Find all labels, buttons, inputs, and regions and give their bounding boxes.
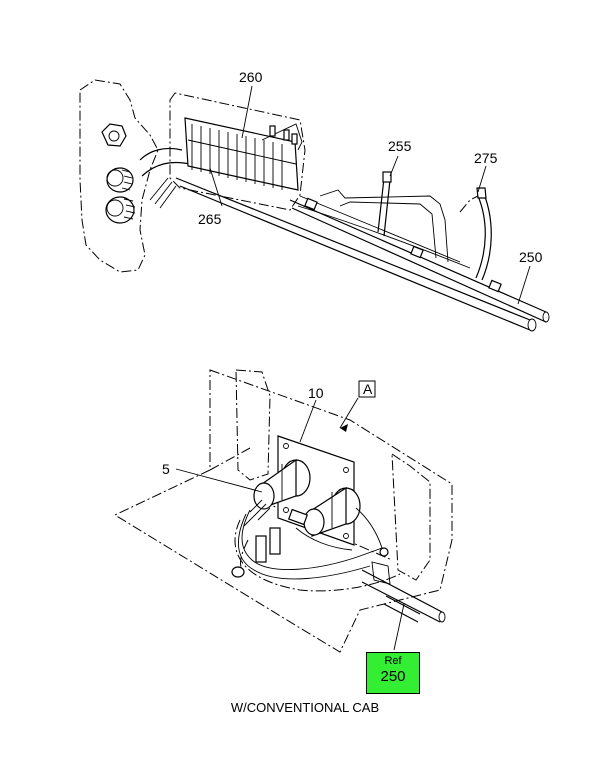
ref-number: 250 — [380, 668, 406, 685]
callout-255: 255 — [388, 138, 412, 154]
view-a-label: A — [363, 381, 373, 397]
top-assembly — [79, 79, 550, 332]
knob-bottom-icon — [105, 196, 136, 224]
ref-250-link[interactable]: Ref 250 — [366, 652, 420, 694]
fuse-block — [184, 117, 303, 191]
callout-265: 265 — [198, 211, 222, 227]
callout-275: 275 — [474, 150, 498, 166]
callout-5: 5 — [162, 461, 170, 477]
view-a-marker: A — [358, 380, 376, 398]
callout-260: 260 — [239, 69, 263, 85]
callout-250: 250 — [519, 249, 543, 265]
ref-label: Ref — [384, 655, 402, 667]
knob-middle-icon — [106, 167, 134, 193]
breaker-right-icon — [303, 486, 361, 537]
callout-10: 10 — [308, 385, 324, 401]
connector-left-icon — [255, 535, 267, 563]
knob-top-icon — [101, 123, 127, 147]
bottom-assembly — [113, 369, 453, 653]
diagram-caption: W/CONVENTIONAL CAB — [230, 700, 380, 715]
connector-right-icon — [269, 527, 281, 555]
